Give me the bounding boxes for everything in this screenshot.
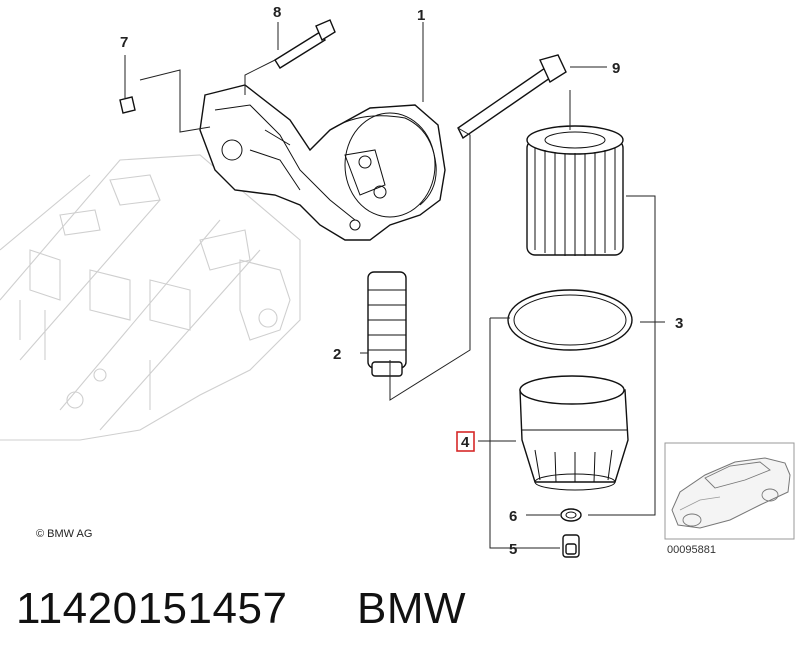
engine-block-ghost [0, 154, 301, 441]
callout-3: 3 [675, 315, 683, 332]
valve-sleeve-part-2 [367, 271, 407, 377]
footer-brand: BMW [357, 584, 467, 633]
thumbnail-caption: 00095881 [667, 544, 716, 556]
callout-4: 4 [461, 434, 470, 451]
leader-lines [124, 22, 665, 549]
bolt-part-9 [457, 54, 567, 140]
callout-1: 1 [417, 7, 425, 24]
footer-part-number: 11420151457 [16, 584, 288, 633]
car-outline-icon [671, 457, 791, 529]
copyright-label: © BMW AG [36, 528, 92, 540]
bolt-part-8 [274, 19, 336, 69]
callout-9: 9 [612, 60, 620, 77]
callout-7: 7 [120, 34, 128, 51]
callout-6: 6 [509, 508, 517, 525]
plug-part-7 [119, 96, 136, 114]
callout-2: 2 [333, 346, 341, 363]
callout-8: 8 [273, 4, 281, 21]
callout-4-highlight-box [456, 431, 475, 452]
seal-ring-part-6 [560, 508, 582, 522]
vehicle-thumbnail: 00095881 [664, 442, 795, 556]
filter-cover-part-4 [519, 375, 629, 491]
filter-housing-part-1 [199, 84, 446, 241]
drain-plug-part-5 [562, 534, 580, 558]
callout-5: 5 [509, 541, 517, 558]
filter-element-part-3 [526, 125, 624, 256]
o-ring [507, 289, 633, 351]
